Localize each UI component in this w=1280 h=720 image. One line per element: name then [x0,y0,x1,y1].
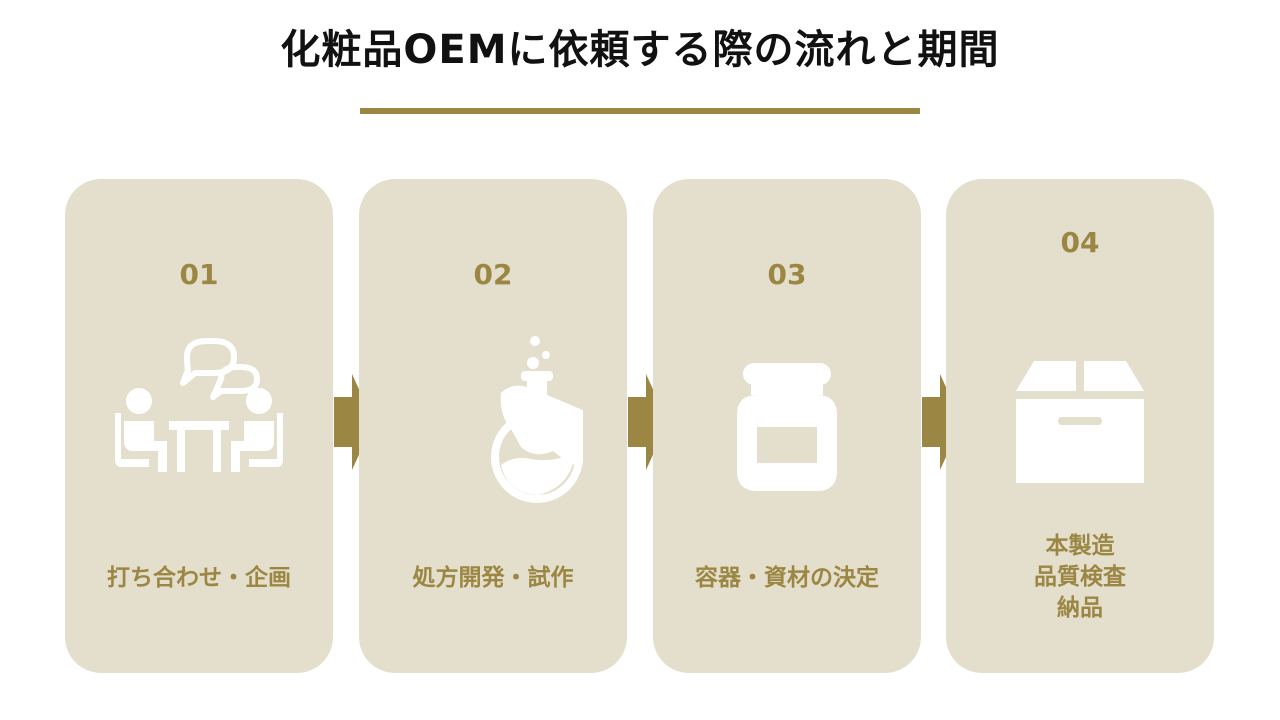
step-card-04: 04 本製造 品質検査 納品 [946,179,1214,673]
jar-icon [737,363,837,491]
step-label-line: 品質検査 [1034,564,1126,590]
box-icon [1016,361,1144,483]
step-label-line: 本製造 [1045,533,1115,559]
flask-icon [491,336,583,503]
step-number: 04 [1060,226,1100,259]
step-card-01: 01 打ち合わせ・企画 [65,179,333,673]
title-underline [360,108,920,114]
step-card-03: 03 容器・資材の決定 [653,179,921,673]
step-label: 処方開発・試作 [412,565,574,591]
step-label: 本製造 品質検査 納品 [946,531,1214,624]
step-number: 01 [179,258,219,291]
arrow-right-icon [334,374,374,470]
step-number: 03 [767,258,807,291]
step-label-line: 納品 [1057,595,1103,621]
arrow-right-icon [628,374,668,470]
step-label: 容器・資材の決定 [695,565,879,591]
step-label: 打ち合わせ・企画 [107,565,291,591]
step-card-02: 02 処方開発・試作 [359,179,627,673]
meeting-icon [115,338,283,472]
page-title: 化粧品OEMに依頼する際の流れと期間 [280,27,1000,73]
step-number: 02 [473,258,513,291]
arrow-right-icon [922,374,962,470]
